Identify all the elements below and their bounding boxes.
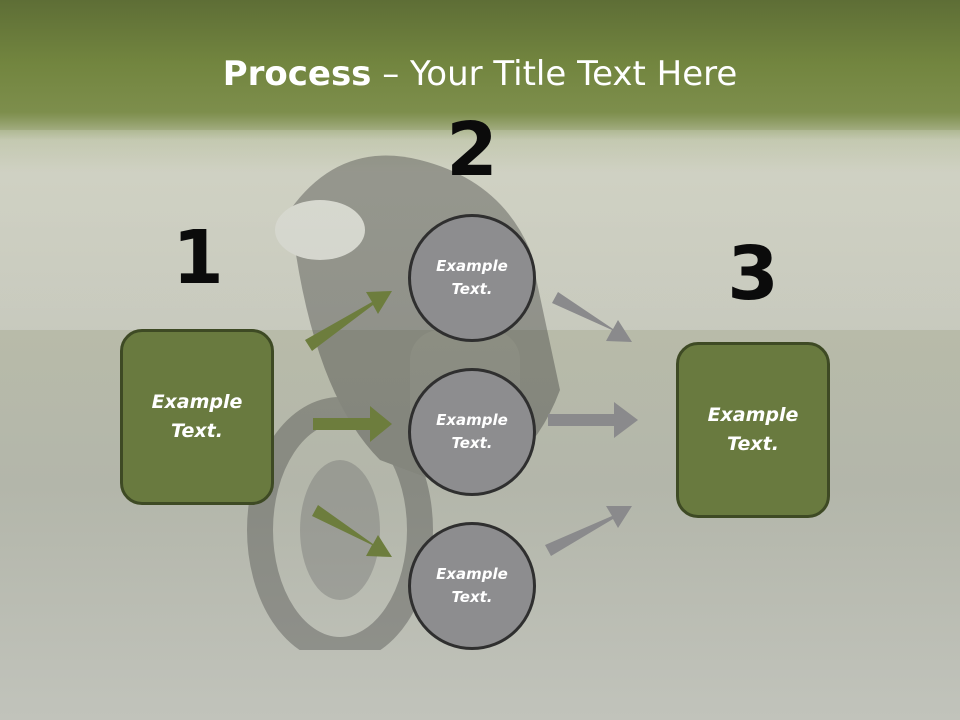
step-1-text-line1: Example bbox=[151, 391, 243, 413]
step-3-text-line1: Example bbox=[707, 404, 799, 426]
step-2-circle-top[interactable]: Example Text. bbox=[408, 214, 536, 342]
arrow-green-right-icon bbox=[313, 406, 392, 442]
step-3-text-line2: Text. bbox=[727, 433, 779, 455]
arrow-gray-down-icon bbox=[552, 292, 632, 342]
title-rest: – Your Title Text Here bbox=[371, 54, 738, 94]
step-3-box[interactable]: Example Text. bbox=[676, 342, 830, 518]
step-number-3: 3 bbox=[727, 231, 779, 317]
arrow-gray-up-icon bbox=[545, 506, 632, 556]
circle-bottom-text-line1: Example bbox=[436, 565, 508, 583]
step-2-circle-middle[interactable]: Example Text. bbox=[408, 368, 536, 496]
arrow-green-down-icon bbox=[312, 505, 392, 557]
arrow-green-up-icon bbox=[305, 291, 392, 351]
step-2-circle-bottom[interactable]: Example Text. bbox=[408, 522, 536, 650]
circle-middle-text-line2: Text. bbox=[451, 434, 493, 452]
step-1-box[interactable]: Example Text. bbox=[120, 329, 274, 505]
arrow-gray-right-icon bbox=[548, 402, 638, 438]
step-1-text-line2: Text. bbox=[171, 420, 223, 442]
circle-top-text-line2: Text. bbox=[451, 280, 493, 298]
title-bold: Process bbox=[222, 54, 372, 94]
step-number-2: 2 bbox=[446, 107, 498, 193]
slide-title: Process – Your Title Text Here bbox=[0, 52, 960, 96]
circle-top-text-line1: Example bbox=[436, 257, 508, 275]
circle-middle-text-line1: Example bbox=[436, 411, 508, 429]
title-band bbox=[0, 0, 960, 140]
step-number-1: 1 bbox=[172, 215, 224, 301]
circle-bottom-text-line2: Text. bbox=[451, 588, 493, 606]
